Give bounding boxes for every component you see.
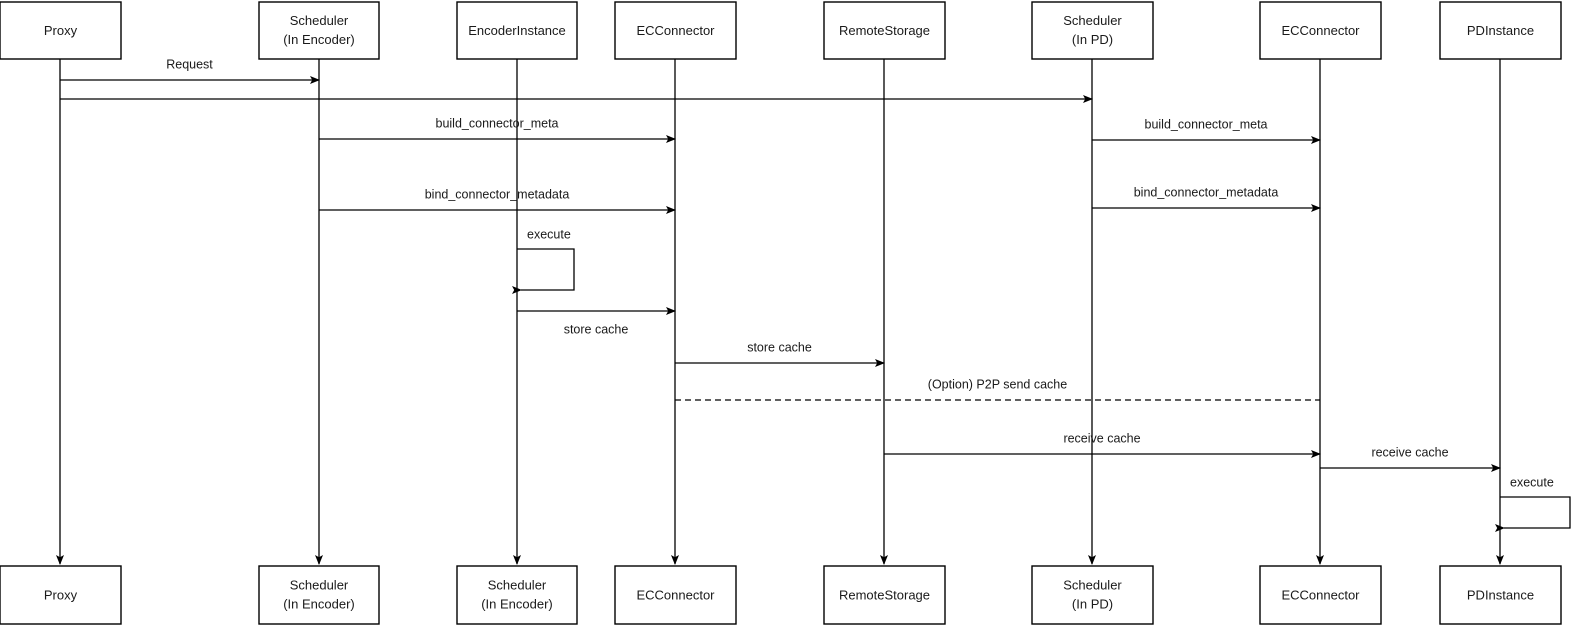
participant-header-sublabel-sched_enc: (In Encoder): [283, 32, 355, 47]
message-label-m3: build_connector_meta: [436, 116, 559, 130]
participant-footer-sublabel-sched_pd_b: (In PD): [1072, 596, 1113, 611]
participant-header-box-sched_pd: [1031, 1, 1154, 60]
message-m1: Request: [60, 57, 320, 84]
participant-footer-proxy_b: Proxy: [0, 565, 122, 625]
message-m8: store cache: [517, 307, 676, 336]
message-label-m12: receive cache: [1371, 445, 1448, 459]
participant-header-box-remote_store: [823, 1, 946, 60]
message-label-m7: execute: [527, 227, 571, 241]
message-m11: receive cache: [884, 431, 1321, 458]
participant-footer-box-sched_enc_b: [258, 565, 380, 625]
message-label-m4: build_connector_meta: [1145, 117, 1268, 131]
participant-footer-sched_enc_b: Scheduler (In Encoder): [258, 565, 380, 625]
participant-header-ec_conn_r: ECConnector: [1259, 1, 1382, 60]
message-path-m7: [512, 248, 575, 294]
message-m13: execute: [1495, 475, 1571, 532]
message-label-m5: bind_connector_metadata: [425, 187, 570, 201]
message-m7: execute: [512, 227, 575, 294]
participant-footer-box-remote_store_b: [823, 565, 946, 625]
participant-footer-sched_pd_b: Scheduler (In PD): [1031, 565, 1154, 625]
message-path-m13: [1495, 496, 1571, 532]
participant-header-encoder_inst: EncoderInstance: [456, 1, 578, 60]
participant-header-label-pd_inst: PDInstance: [1467, 23, 1534, 38]
participant-header-label-proxy: Proxy: [44, 23, 78, 38]
participant-header-sched_pd: Scheduler (In PD): [1031, 1, 1154, 60]
message-m5: bind_connector_metadata: [319, 187, 676, 214]
participant-header-proxy: Proxy: [0, 1, 122, 60]
participant-footer-ec_conn_l_b: ECConnector: [614, 565, 737, 625]
message-label-m1: Request: [166, 57, 213, 71]
participant-footer-remote_store_b: RemoteStorage: [823, 565, 946, 625]
participant-footer-box-sched_pd_b: [1031, 565, 1154, 625]
participant-footer-pd_inst_b: PDInstance: [1439, 565, 1562, 625]
participant-header-box-proxy: [0, 1, 122, 60]
participant-footer-label-remote_store_b: RemoteStorage: [839, 587, 930, 602]
message-m3: build_connector_meta: [319, 116, 676, 143]
participant-header-sublabel-sched_pd: (In PD): [1072, 32, 1113, 47]
participant-header-label-sched_pd: Scheduler: [1063, 13, 1122, 28]
participant-footer-label-proxy_b: Proxy: [44, 587, 78, 602]
participant-header-remote_store: RemoteStorage: [823, 1, 946, 60]
participant-footer-label-sched_pd_b: Scheduler: [1063, 577, 1122, 592]
participant-header-box-ec_conn_r: [1259, 1, 1382, 60]
participant-header-boxes: Proxy Scheduler (In Encoder) EncoderInstanc…: [0, 1, 1562, 60]
message-label-m13: execute: [1510, 475, 1554, 489]
participant-footer-label-ec_conn_r_b: ECConnector: [1281, 587, 1360, 602]
participant-footer-sched_enc_b2: Scheduler (In Encoder): [456, 565, 578, 625]
participant-footer-box-ec_conn_l_b: [614, 565, 737, 625]
participant-footer-sublabel-sched_enc_b2: (In Encoder): [481, 596, 553, 611]
message-m6: bind_connector_metadata: [1092, 185, 1321, 212]
participant-footer-box-ec_conn_r_b: [1259, 565, 1382, 625]
participant-header-label-remote_store: RemoteStorage: [839, 23, 930, 38]
message-m9: store cache: [675, 340, 885, 367]
participant-header-ec_conn_l: ECConnector: [614, 1, 737, 60]
participant-header-box-encoder_inst: [456, 1, 578, 60]
message-label-m11: receive cache: [1063, 431, 1140, 445]
lifelines-layer: [56, 59, 1504, 565]
participant-header-box-sched_enc: [258, 1, 380, 60]
message-label-m8: store cache: [564, 322, 629, 336]
participant-header-label-ec_conn_r: ECConnector: [1281, 23, 1360, 38]
participant-header-sched_enc: Scheduler (In Encoder): [258, 1, 380, 60]
message-label-m10: (Option) P2P send cache: [928, 377, 1067, 391]
message-label-m9: store cache: [747, 340, 812, 354]
participant-footer-box-pd_inst_b: [1439, 565, 1562, 625]
participant-header-label-sched_enc: Scheduler: [290, 13, 349, 28]
participant-header-pd_inst: PDInstance: [1439, 1, 1562, 60]
participant-footer-box-sched_enc_b2: [456, 565, 578, 625]
participant-header-label-encoder_inst: EncoderInstance: [468, 23, 566, 38]
participant-footer-label-ec_conn_l_b: ECConnector: [636, 587, 715, 602]
messages-layer: Request build_connector_meta build_connect…: [60, 57, 1571, 532]
participant-footer-box-proxy_b: [0, 565, 122, 625]
participant-footer-label-sched_enc_b2: Scheduler: [488, 577, 547, 592]
participant-footer-label-pd_inst_b: PDInstance: [1467, 587, 1534, 602]
participant-footer-sublabel-sched_enc_b: (In Encoder): [283, 596, 355, 611]
participant-header-box-pd_inst: [1439, 1, 1562, 60]
participant-header-label-ec_conn_l: ECConnector: [636, 23, 715, 38]
message-m4: build_connector_meta: [1092, 117, 1321, 144]
message-label-m6: bind_connector_metadata: [1134, 185, 1279, 199]
participant-header-box-ec_conn_l: [614, 1, 737, 60]
message-m10: (Option) P2P send cache: [675, 377, 1320, 401]
participant-footer-ec_conn_r_b: ECConnector: [1259, 565, 1382, 625]
message-m12: receive cache: [1320, 445, 1501, 472]
participant-footer-boxes: Proxy Scheduler (In Encoder) Scheduler (In E…: [0, 565, 1562, 625]
participant-footer-label-sched_enc_b: Scheduler: [290, 577, 349, 592]
